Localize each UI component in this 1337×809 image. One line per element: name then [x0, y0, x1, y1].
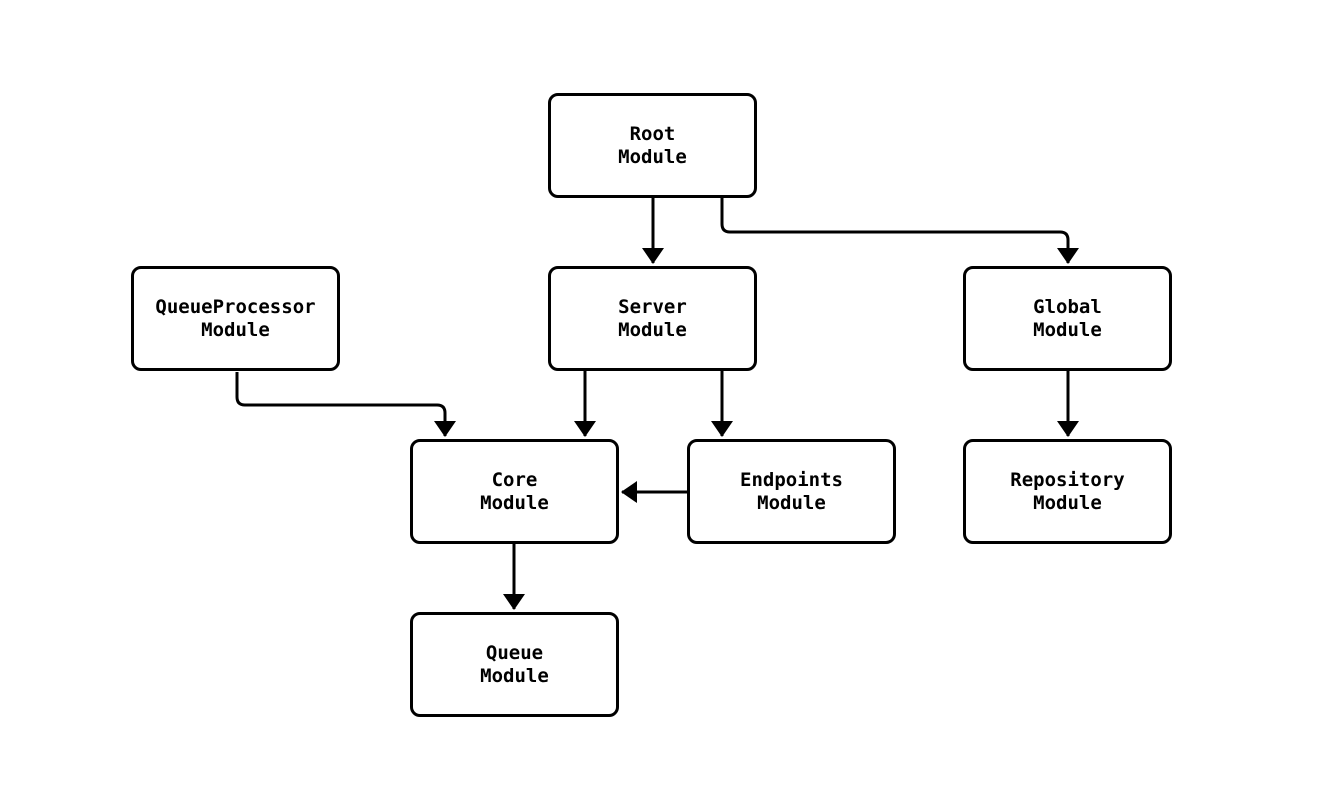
node-global-module-label: Global Module — [1033, 295, 1102, 341]
node-core-module-label: Core Module — [480, 468, 549, 514]
node-root-module: Root Module — [548, 93, 757, 198]
node-server-module: Server Module — [548, 266, 757, 371]
edge-queueprocessor-to-core — [235, 372, 456, 437]
node-repository-module-label: Repository Module — [1010, 468, 1125, 514]
node-queueprocessor-module: QueueProcessor Module — [131, 266, 340, 371]
edge-root-to-global — [720, 198, 1079, 264]
node-repository-module: Repository Module — [963, 439, 1172, 544]
node-queueprocessor-module-label: QueueProcessor Module — [155, 295, 316, 341]
node-endpoints-module: Endpoints Module — [687, 439, 896, 544]
node-root-module-label: Root Module — [618, 122, 687, 168]
node-server-module-label: Server Module — [618, 295, 687, 341]
node-queue-module: Queue Module — [410, 612, 619, 717]
node-core-module: Core Module — [410, 439, 619, 544]
node-queue-module-label: Queue Module — [480, 641, 549, 687]
node-global-module: Global Module — [963, 266, 1172, 371]
node-endpoints-module-label: Endpoints Module — [740, 468, 843, 514]
